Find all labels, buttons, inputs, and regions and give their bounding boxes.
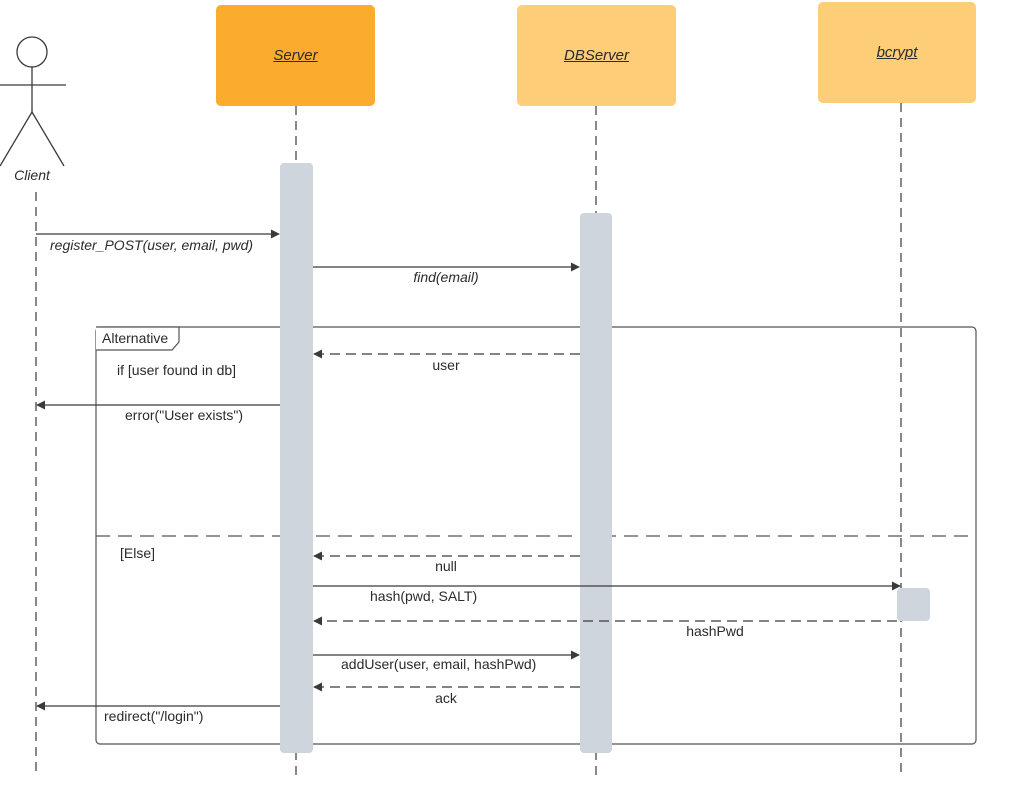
null-label: null (435, 558, 457, 574)
dbserver-participant-label: DBServer (563, 47, 630, 64)
server-participant[interactable]: Server (216, 5, 375, 106)
hash-label: hash(pwd, SALT) (370, 588, 477, 604)
user-label: user (432, 357, 460, 373)
ack-label: ack (435, 690, 458, 706)
alternative-frame: Alternative if [user found in db] [Else] (95, 326, 977, 745)
adduser-label: addUser(user, email, hashPwd) (341, 656, 536, 672)
dbserver-participant[interactable]: DBServer (517, 5, 676, 106)
alternative-frame-tab (96, 326, 180, 351)
guard-else-label: [Else] (120, 545, 155, 561)
bcrypt-participant-label: bcrypt (876, 44, 918, 61)
bcrypt-activation-bar (897, 588, 930, 621)
bcrypt-participant[interactable]: bcrypt (818, 2, 976, 103)
client-actor-icon (0, 36, 66, 167)
server-activation-bar (280, 163, 313, 753)
client-label: Client (14, 167, 51, 183)
guard-if-label: if [user found in db] (117, 362, 236, 378)
message-labels: register_POST(user, email, pwd) find(ema… (50, 237, 744, 724)
redirect-label: redirect("/login") (104, 708, 203, 724)
server-participant-label: Server (273, 47, 318, 64)
lifelines (35, 103, 902, 778)
alternative-frame-title: Alternative (102, 330, 168, 346)
error-label: error("User exists") (125, 407, 243, 423)
dbserver-activation-bar (580, 213, 612, 753)
find-label: find(email) (413, 269, 478, 285)
register-label: register_POST(user, email, pwd) (50, 237, 253, 253)
messages (36, 229, 901, 711)
hashpwd-label: hashPwd (686, 623, 744, 639)
